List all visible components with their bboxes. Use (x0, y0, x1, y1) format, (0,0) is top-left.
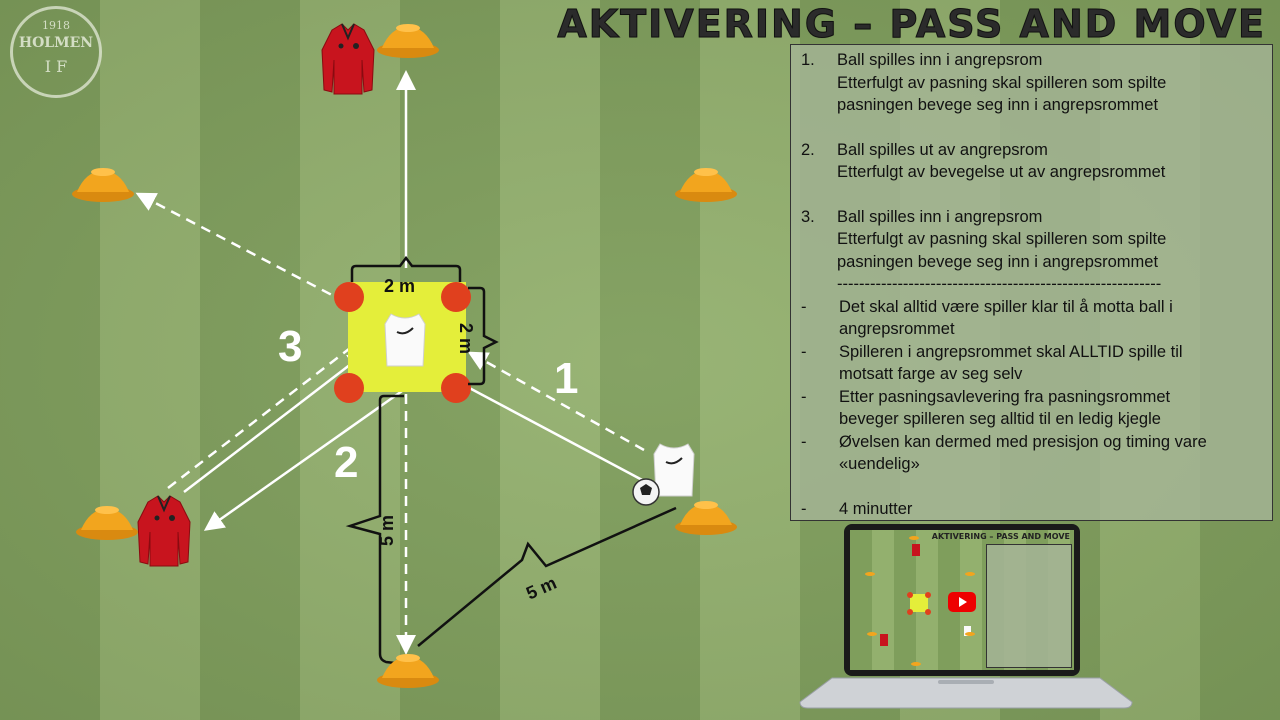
instructions-box: 1. Ball spilles inn i angrepsrom Etterfu… (790, 44, 1273, 521)
duration-text: 4 minutter (839, 499, 913, 518)
bracket-left (345, 394, 405, 666)
step-text: pasningen bevege seg inn i angrepsrommet (837, 96, 1159, 114)
bullet-dash: - (801, 432, 807, 451)
label-three: 3 (278, 322, 303, 371)
rule-text: angrepsrommet (839, 320, 955, 338)
step-text: Ball spilles ut av angrepsrom (837, 140, 1048, 159)
step-text: Ball spilles inn i angrepsrom (837, 207, 1043, 226)
separator-line: ----------------------------------------… (837, 275, 1162, 293)
step-1: 1. Ball spilles inn i angrepsrom Etterfu… (799, 49, 1264, 117)
step-2: 2. Ball spilles ut av angrepsrom Etterfu… (799, 139, 1264, 184)
step-text: Ball spilles inn i angrepsrom (837, 51, 1043, 69)
bracket-top (350, 255, 462, 282)
bullet-dash: - (801, 342, 807, 361)
club-logo: 1918 HOLMEN I F (10, 6, 102, 98)
dim-top: 2 m (384, 276, 416, 296)
red-ball (334, 282, 364, 312)
logo-name: HOLMEN (18, 35, 94, 51)
arrow-out-left (203, 382, 413, 531)
cone-top (377, 24, 439, 58)
red-ball (334, 373, 364, 403)
rule-3: - Etter pasningsavlevering fra pasningsr… (799, 386, 1264, 431)
football-icon (632, 478, 660, 506)
step-text: Etterfulgt av bevegelse ut av angrepsrom… (837, 163, 1166, 181)
play-icon[interactable] (948, 592, 976, 612)
step-text: Etterfulgt av pasning skal spilleren som… (837, 73, 1167, 92)
video-thumbnail[interactable]: AKTIVERING – PASS AND MOVE (850, 530, 1074, 670)
logo-year: 1918 (42, 19, 70, 32)
rule-text: «uendelig» (839, 455, 920, 473)
rule-text: Spilleren i angrepsrommet skal ALLTID sp… (839, 342, 1183, 361)
white-bib-right (653, 443, 695, 497)
center-bib (384, 313, 426, 367)
bullet-dash: - (801, 297, 807, 316)
arrow-left-in (183, 350, 368, 493)
red-jacket-left (137, 495, 191, 567)
mini-title: AKTIVERING – PASS AND MOVE (931, 532, 1070, 541)
rule-text: Det skal alltid være spiller klar til å … (839, 297, 1173, 316)
rule-text: motsatt farge av seg selv (839, 365, 1023, 383)
cone-bottom-right (675, 501, 737, 535)
step-text: Etterfulgt av pasning skal spilleren som… (837, 230, 1167, 248)
step-text: pasningen bevege seg inn i angrepsrommet (837, 252, 1159, 271)
rule-text: beveger spilleren seg alltid til en ledi… (839, 410, 1161, 428)
logo-letters: I F (44, 57, 68, 76)
rule-text: Øvelsen kan dermed med presisjon og timi… (839, 432, 1207, 451)
bullet-dash: - (801, 499, 807, 518)
rule-1: - Det skal alltid være spiller klar til … (799, 296, 1264, 341)
rule-2: - Spilleren i angrepsrommet skal ALLTID … (799, 341, 1264, 386)
cone-bottom-left (76, 506, 138, 540)
dim-left: 5 m (377, 514, 398, 547)
laptop-base (799, 677, 1133, 709)
label-one: 1 (554, 354, 579, 403)
cone-bottom (377, 654, 439, 688)
label-two: 2 (334, 438, 359, 487)
arrow-dashed-left-up (135, 192, 377, 320)
dim-right: 2 m (456, 322, 477, 355)
step-3: 3. Ball spilles inn i angrepsrom Etterfu… (799, 206, 1264, 274)
step-number: 2. (801, 140, 815, 159)
bracket-diag (417, 506, 677, 647)
mini-diagram (865, 536, 975, 666)
cone-right (675, 168, 737, 202)
page-title: AKTIVERING – PASS AND MOVE (557, 2, 1266, 47)
arrow-dashed-left-in (167, 341, 359, 489)
red-ball (441, 373, 471, 403)
red-jacket-top (321, 23, 375, 95)
cone-left (72, 168, 134, 202)
bullet-dash: - (801, 387, 807, 406)
step-number: 3. (801, 207, 815, 226)
laptop-screen[interactable]: AKTIVERING – PASS AND MOVE (844, 524, 1080, 676)
red-ball (441, 282, 471, 312)
laptop-video-preview[interactable]: AKTIVERING – PASS AND MOVE (798, 524, 1134, 718)
rule-4: - Øvelsen kan dermed med presisjon og ti… (799, 431, 1264, 476)
bracket-right (468, 286, 499, 386)
rule-text: Etter pasningsavlevering fra pasningsrom… (839, 387, 1171, 406)
step-number: 1. (801, 51, 815, 69)
mini-instructions (986, 544, 1072, 668)
duration: - 4 minutter (799, 498, 1264, 521)
